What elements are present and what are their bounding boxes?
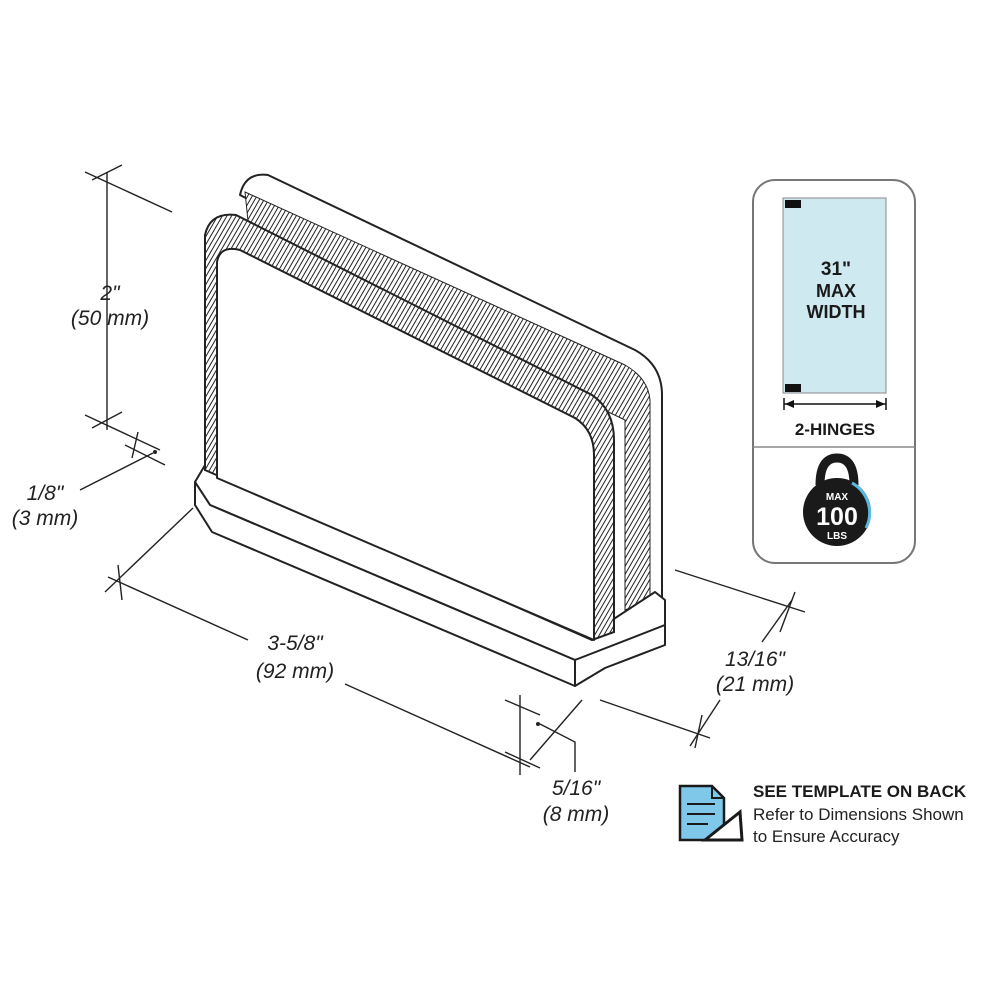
hinges-label: 2-HINGES [795,420,875,439]
door-width-value: 31" [821,259,851,280]
length-imperial: 3-5/8" [267,632,324,655]
door-width-max: MAX [816,281,856,301]
template-title: SEE TEMPLATE ON BACK [753,782,967,801]
base-step-imperial: 1/8" [27,482,65,505]
length-metric: (92 mm) [256,660,334,683]
back-plate [239,173,663,616]
template-line-2: to Ensure Accuracy [753,827,900,846]
width-arrow-icon [783,398,887,410]
document-with-triangle-ruler-icon [678,784,744,842]
template-line-1: Refer to Dimensions Shown [753,805,964,824]
gap-imperial: 5/16" [552,777,602,800]
top-hinge-icon [785,200,801,208]
depth-dimension: 13/16" (21 mm) [599,569,806,749]
glass-clamp-drawing [194,173,666,687]
bottom-hinge-icon [785,384,801,392]
front-plate-face [216,247,595,641]
length-dimension: 3-5/8" (92 mm) 5/16" (8 mm) [104,507,610,826]
depth-metric: (21 mm) [716,673,794,696]
weight-unit: LBS [827,531,847,542]
height-dimension: 2" (50 mm) 1/8" (3 mm) [12,164,173,530]
weight-icon [803,453,872,546]
weight-value: 100 [816,503,858,531]
back-plate-hatched-face [244,191,651,611]
base-step-metric: (3 mm) [12,507,79,530]
door-width-label: WIDTH [807,302,866,322]
height-metric: (50 mm) [71,307,149,330]
base-side [574,624,666,687]
spec-panel: 31" MAX WIDTH 2-HINGES MAX 100 LBS [752,179,916,564]
gap-metric: (8 mm) [543,803,610,826]
weight-max: MAX [826,492,849,503]
template-note: SEE TEMPLATE ON BACK Refer to Dimensions… [678,782,967,846]
glass-door-icon [782,197,887,394]
height-imperial: 2" [99,282,121,305]
depth-imperial: 13/16" [725,648,787,671]
